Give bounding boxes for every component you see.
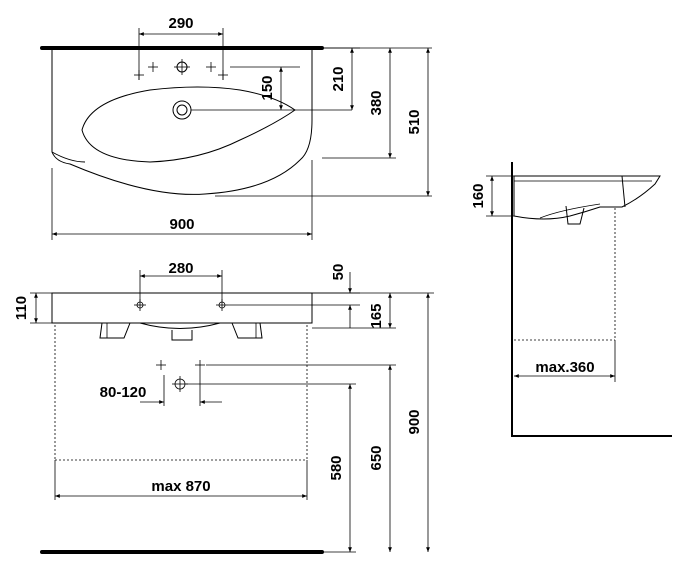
dim-tap-spacing: 290 — [168, 15, 193, 32]
top-view-basin-outline — [51, 50, 313, 195]
dim-waste-spacing: 80-120 — [100, 384, 147, 401]
top-view: 290 150 210 380 510 900 — [40, 15, 432, 240]
dim-total-depth: 510 — [406, 109, 423, 134]
waste-crosses — [156, 360, 205, 392]
side-view-basin — [513, 175, 661, 220]
dim-drain-depth: 380 — [368, 90, 385, 115]
side-view: 160 max.360 — [470, 162, 672, 437]
dim-supply-height: 650 — [368, 445, 385, 470]
dim-max-depth: max.360 — [535, 359, 594, 376]
front-hole-crosses — [134, 299, 228, 311]
dim-waste-height: 580 — [328, 455, 345, 480]
dim-width: 900 — [169, 216, 194, 233]
dim-side-basin-height: 160 — [470, 183, 487, 208]
dim-top-offset: 50 — [330, 264, 347, 281]
dim-install-height: 900 — [406, 409, 423, 434]
dim-hole-spacing: 280 — [168, 260, 193, 277]
front-view: 280 110 50 165 80-120 max 8 — [13, 260, 434, 554]
dim-basin-height: 110 — [13, 296, 30, 320]
dim-tap-to-edge: 210 — [330, 66, 347, 91]
dim-max-width: max 870 — [151, 478, 210, 495]
drain-icon — [172, 100, 192, 120]
side-hole-crosses — [134, 62, 228, 80]
dim-drain-height: 165 — [368, 303, 385, 328]
dim-tap-to-drain: 150 — [259, 75, 276, 100]
tap-hole-icon — [174, 59, 190, 75]
front-view-basin — [51, 292, 313, 324]
